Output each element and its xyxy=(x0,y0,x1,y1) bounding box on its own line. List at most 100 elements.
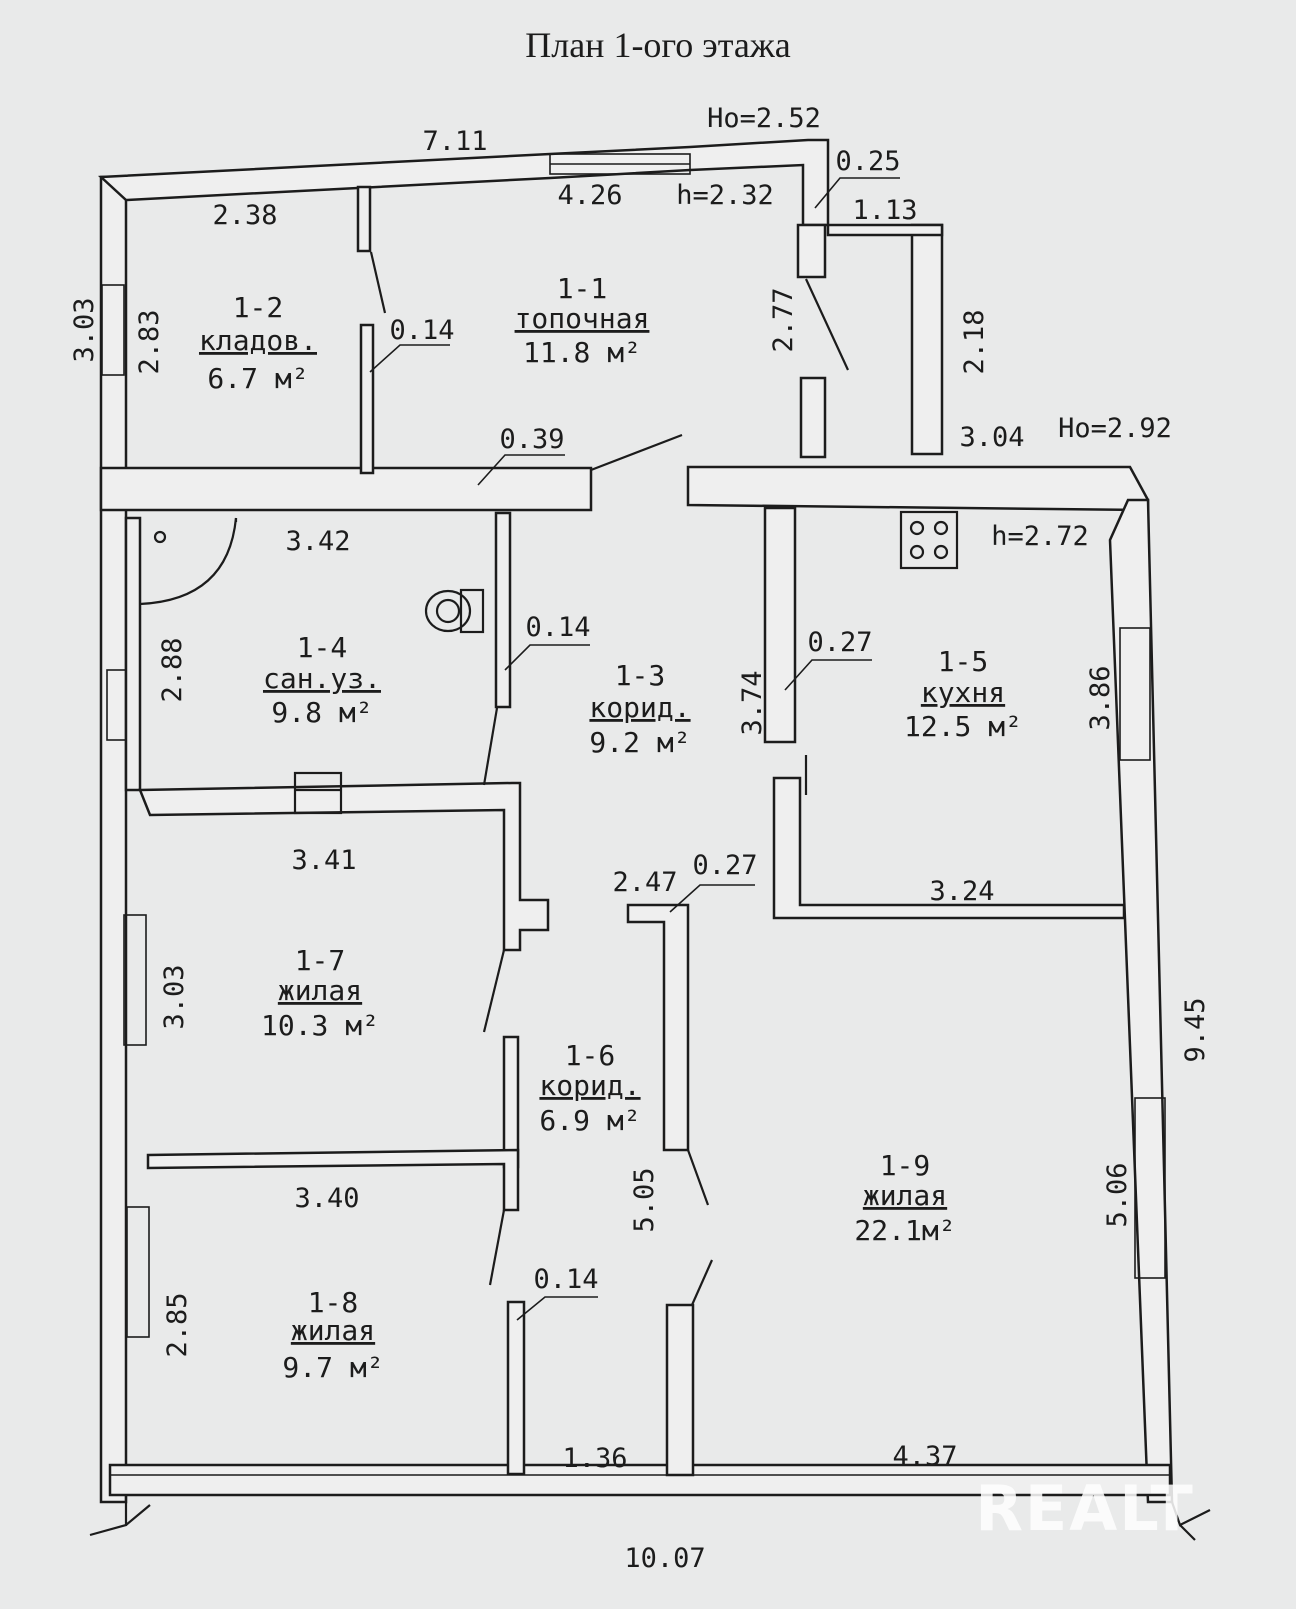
room-labels: 1-1 топочная 11.8 м² 1-2 кладов. 6.7 м² … xyxy=(199,272,1022,1384)
dim-wall-014-b: 0.14 xyxy=(525,612,590,643)
dim-right-total: 9.45 xyxy=(1180,997,1211,1062)
window-left-room17 xyxy=(123,914,147,1046)
svg-text:1-7: 1-7 xyxy=(295,944,346,977)
dim-r15-width: 3.24 xyxy=(929,876,994,907)
dim-wall-025: 0.25 xyxy=(835,146,900,177)
dim-wall-027-a: 0.27 xyxy=(807,627,872,658)
room-1-5: 1-5 кухня 12.5 м² xyxy=(904,645,1022,743)
dim-r13-height: 3.74 xyxy=(737,670,768,735)
dim-vestibule-width: 1.13 xyxy=(852,195,917,226)
svg-text:9.2 м²: 9.2 м² xyxy=(589,726,690,759)
bath-corridor-partition xyxy=(494,511,512,709)
room-1-6: 1-6 корид. 6.9 м² xyxy=(539,1039,640,1137)
dim-r18-width: 3.40 xyxy=(294,1183,359,1214)
room18-corridor-wall xyxy=(506,1300,526,1476)
ceiling-room-a: h=2.32 xyxy=(676,180,774,211)
svg-text:22.1м²: 22.1м² xyxy=(854,1214,955,1247)
dim-wall-027-b: 0.27 xyxy=(692,850,757,881)
fixtures xyxy=(89,510,1211,1541)
dim-r15-height: 3.86 xyxy=(1085,665,1116,730)
wall-below-bath xyxy=(138,781,550,952)
dim-vestibule-height: 2.18 xyxy=(959,309,990,374)
svg-text:топочная: топочная xyxy=(515,302,650,335)
storage-partition-upper xyxy=(356,185,372,253)
dim-r12-width: 2.38 xyxy=(212,200,277,231)
leader-lines xyxy=(110,177,1170,1476)
svg-text:9.7 м²: 9.7 м² xyxy=(282,1351,383,1384)
drain-icon xyxy=(153,530,167,544)
svg-text:сан.уз.: сан.уз. xyxy=(263,662,381,695)
svg-text:12.5 м²: 12.5 м² xyxy=(904,710,1022,743)
stove-icon xyxy=(899,510,959,570)
dim-r17-height: 3.03 xyxy=(159,964,190,1029)
storage-partition-lower xyxy=(359,323,375,475)
kitchen-top-wall xyxy=(686,465,1150,512)
plan-title: План 1-ого этажа xyxy=(525,25,791,65)
svg-text:11.8 м²: 11.8 м² xyxy=(523,336,641,369)
bath-door-arc xyxy=(139,517,238,606)
ceiling-outer-b: Но=2.92 xyxy=(1058,413,1172,444)
outer-right-wall xyxy=(1108,498,1174,1504)
dim-vestibule-len: 3.04 xyxy=(959,422,1024,453)
dim-wall-014-a: 0.14 xyxy=(389,315,454,346)
svg-text:жилая: жилая xyxy=(291,1314,375,1347)
svg-text:жилая: жилая xyxy=(863,1179,947,1212)
outer-bottom-wall xyxy=(108,1463,1172,1497)
svg-text:1-2: 1-2 xyxy=(233,291,284,324)
vestibule-right-wall xyxy=(910,223,944,456)
svg-text:6.7 м²: 6.7 м² xyxy=(207,362,308,395)
dim-r16-width: 1.36 xyxy=(562,1443,627,1474)
svg-text:кухня: кухня xyxy=(921,676,1005,709)
dim-corr-width: 2.47 xyxy=(612,867,677,898)
dim-left-top: 3.03 xyxy=(69,297,100,362)
wall-below-storage xyxy=(99,466,593,512)
room-1-1: 1-1 топочная 11.8 м² xyxy=(515,272,650,369)
toilet-icon xyxy=(424,588,485,634)
dim-r19-width: 4.37 xyxy=(892,1441,957,1472)
svg-text:6.9 м²: 6.9 м² xyxy=(539,1104,640,1137)
dim-r14-height: 2.88 xyxy=(157,637,188,702)
window-right-kitchen xyxy=(1119,627,1151,761)
dim-r14-width: 3.42 xyxy=(285,526,350,557)
svg-text:1-5: 1-5 xyxy=(938,645,989,678)
bath-left-wall xyxy=(124,516,142,792)
watermark-logo: REALT xyxy=(975,1472,1195,1545)
svg-text:жилая: жилая xyxy=(278,974,362,1007)
svg-text:1-8: 1-8 xyxy=(308,1286,359,1319)
svg-text:1-1: 1-1 xyxy=(557,272,608,305)
vestibule-left-wall-upper xyxy=(796,223,827,279)
room-1-8: 1-8 жилая 9.7 м² xyxy=(282,1286,383,1384)
window-right-living xyxy=(1134,1097,1166,1279)
room-1-9: 1-9 жилая 22.1м² xyxy=(854,1149,955,1247)
vestibule-left-wall-lower xyxy=(799,376,827,459)
dim-wall-014-c: 0.14 xyxy=(533,1264,598,1295)
room-1-7: 1-7 жилая 10.3 м² xyxy=(261,944,379,1042)
dim-wall-039: 0.39 xyxy=(499,424,564,455)
room-1-3: 1-3 корид. 9.2 м² xyxy=(589,659,690,759)
dim-r11-width: 4.26 xyxy=(557,180,622,211)
kitchen-lower-wall xyxy=(772,776,1126,920)
corridor-kitchen-partition xyxy=(763,506,797,744)
walls xyxy=(97,138,1174,1504)
dim-r16-height: 5.05 xyxy=(629,1167,660,1232)
room-1-2: 1-2 кладов. 6.7 м² xyxy=(199,291,317,395)
foundation-right-mark xyxy=(1170,1501,1211,1541)
boiler-icon xyxy=(293,771,343,815)
svg-text:1-6: 1-6 xyxy=(565,1039,616,1072)
dim-top-total: 7.11 xyxy=(422,126,487,157)
dim-r18-height: 2.85 xyxy=(162,1292,193,1357)
svg-text:корид.: корид. xyxy=(539,1069,640,1102)
svg-text:1-9: 1-9 xyxy=(880,1149,931,1182)
dim-bottom-total: 10.07 xyxy=(624,1543,705,1574)
room-1-4: 1-4 сан.уз. 9.8 м² xyxy=(263,631,381,729)
vestibule-top-wall xyxy=(826,223,944,237)
svg-text:1-4: 1-4 xyxy=(297,631,348,664)
dim-r19-height: 5.06 xyxy=(1102,1162,1133,1227)
door-swings xyxy=(139,251,849,1306)
dimension-labels: 7.11 Но=2.52 4.26 h=2.32 0.25 1.13 2.38 … xyxy=(69,103,1211,1574)
svg-text:кладов.: кладов. xyxy=(199,324,317,357)
foundation-left-mark xyxy=(89,1495,151,1537)
ceiling-outer-a: Но=2.52 xyxy=(707,103,821,134)
svg-text:10.3 м²: 10.3 м² xyxy=(261,1009,379,1042)
